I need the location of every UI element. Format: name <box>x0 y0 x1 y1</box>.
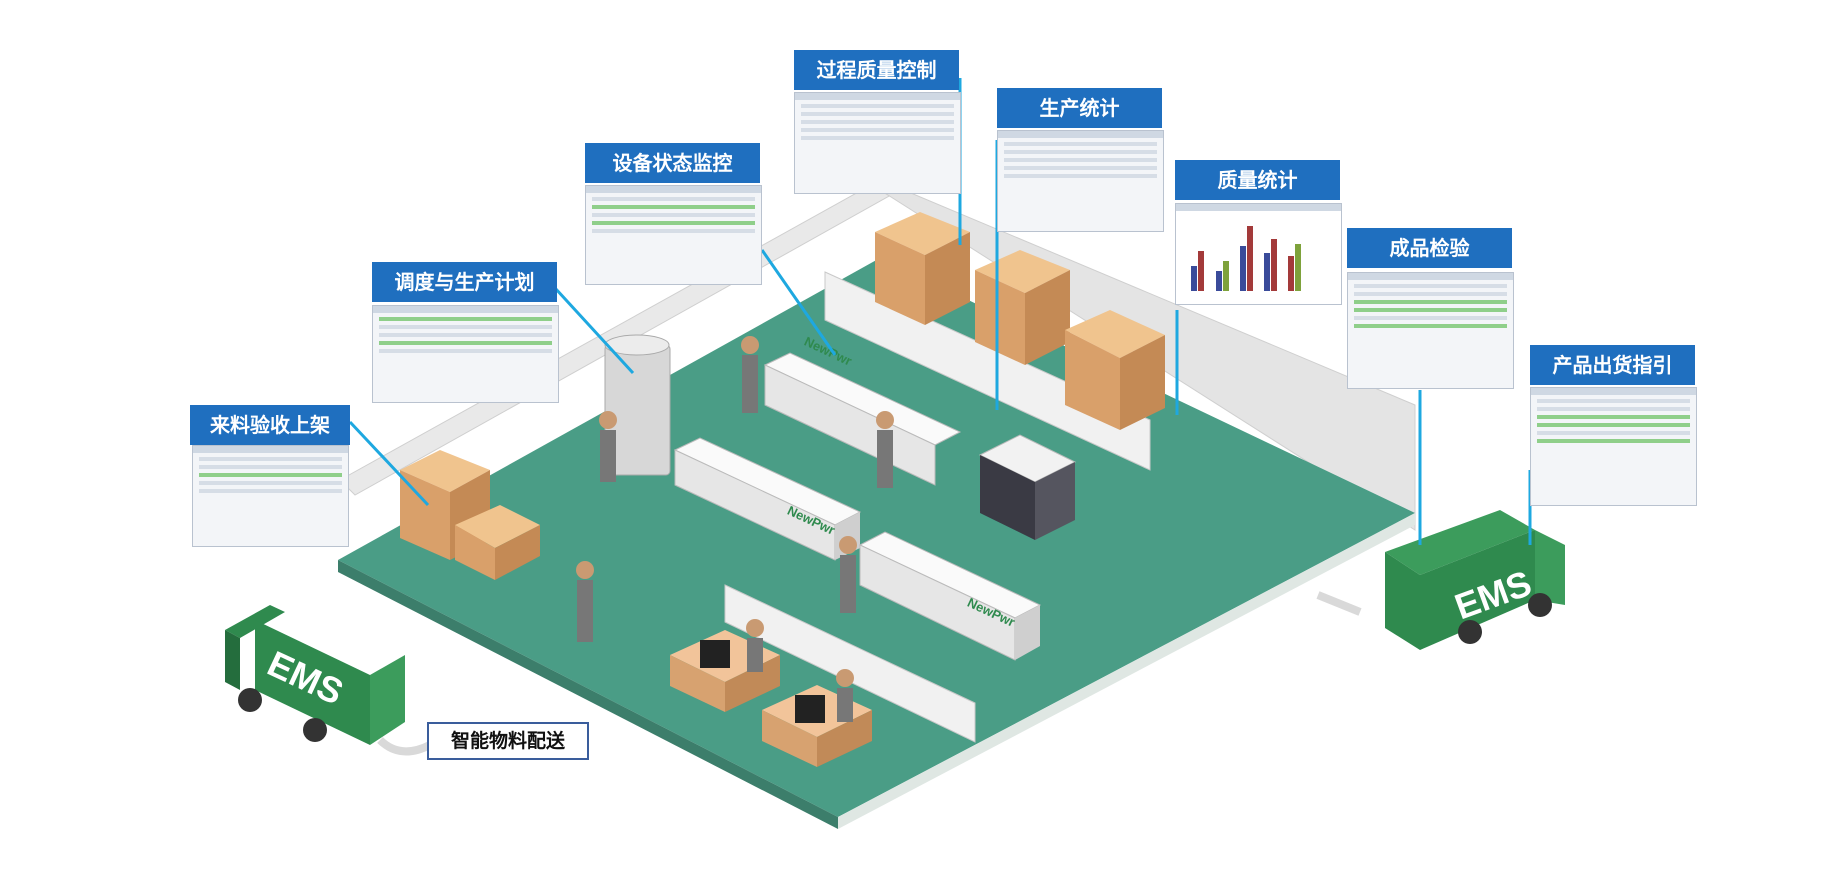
box-stack-back-middle <box>975 250 1070 365</box>
process-qc-screen <box>794 92 961 194</box>
worker-4 <box>576 561 594 642</box>
quality-stats-mini-chart <box>1191 226 1301 291</box>
floor-edge-right <box>838 513 1415 829</box>
box-stack-back-left <box>875 212 970 325</box>
worker-2 <box>741 336 759 413</box>
storage-tower <box>604 334 671 476</box>
label-production-stats: 生产统计 <box>997 88 1162 128</box>
box-stack-back-right <box>1065 310 1165 430</box>
floor-edge <box>338 560 838 829</box>
worker-1 <box>599 411 617 482</box>
worker-6 <box>746 619 764 672</box>
label-shipping: 产品出货指引 <box>1530 345 1695 385</box>
production-stats-screen <box>997 130 1164 232</box>
worker-3 <box>876 411 894 488</box>
quality-stats-screen <box>1175 203 1342 305</box>
label-process-qc: 过程质量控制 <box>794 50 959 90</box>
final-inspection-screen <box>1347 272 1514 389</box>
truck-right: EMS <box>1316 510 1565 650</box>
incoming-screen <box>192 445 349 547</box>
worker-5 <box>839 536 857 613</box>
label-quality-stats: 质量统计 <box>1175 160 1340 200</box>
label-equipment: 设备状态监控 <box>585 143 760 183</box>
label-incoming: 来料验收上架 <box>190 405 350 445</box>
partition-wall-lower <box>724 584 976 743</box>
label-final-inspection: 成品检验 <box>1347 228 1512 268</box>
equipment-screen <box>585 185 762 285</box>
worker-7 <box>836 669 854 722</box>
truck-left: EMS <box>225 605 432 756</box>
label-dispatch: 调度与生产计划 <box>372 262 557 302</box>
dispatch-screen <box>372 305 559 403</box>
partition-wall-upper <box>824 271 1151 471</box>
production-line-2 <box>858 531 1042 661</box>
box-stack-entrance <box>400 450 540 580</box>
label-logistics: 智能物料配送 <box>427 722 589 760</box>
shipping-screen <box>1530 387 1697 506</box>
